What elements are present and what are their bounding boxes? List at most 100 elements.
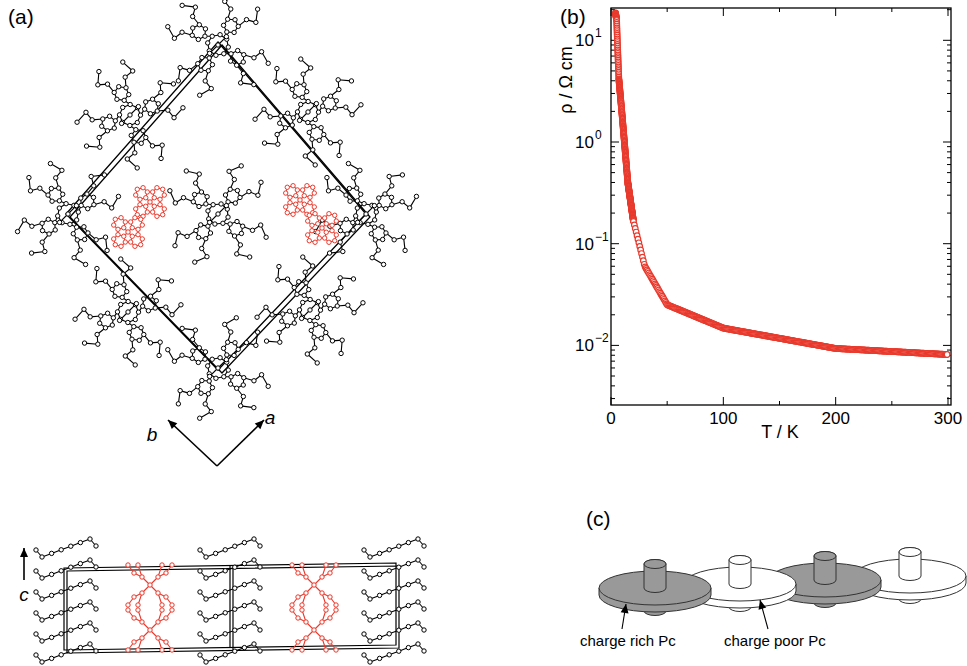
- atom: [206, 69, 210, 73]
- atom: [319, 126, 323, 130]
- atom: [57, 220, 61, 224]
- atom: [176, 79, 180, 83]
- atom: [252, 621, 256, 625]
- atom: [156, 620, 160, 624]
- atom: [281, 312, 285, 316]
- atom: [252, 82, 256, 86]
- atom: [403, 248, 407, 252]
- atom: [136, 608, 140, 612]
- atom: [223, 322, 227, 326]
- atom: [285, 211, 289, 215]
- atom: [205, 194, 209, 198]
- atom: [78, 582, 82, 586]
- atom: [130, 234, 134, 238]
- atom: [30, 224, 34, 228]
- crystal-structure: [15, 0, 426, 664]
- atom: [178, 65, 182, 69]
- y-tick: [611, 355, 615, 356]
- atom: [204, 639, 208, 643]
- pc-stack: [34, 537, 98, 664]
- atom: [320, 104, 324, 108]
- atom: [128, 220, 132, 224]
- atom: [136, 227, 140, 231]
- atom: [103, 235, 107, 239]
- atom: [303, 154, 307, 158]
- atom: [338, 140, 342, 144]
- atom: [300, 208, 304, 212]
- atom: [78, 248, 82, 252]
- atom: [74, 218, 78, 222]
- atom: [94, 649, 98, 653]
- atom: [126, 563, 130, 567]
- atom: [377, 203, 381, 207]
- atom: [422, 628, 426, 632]
- arrow-head: [168, 420, 177, 429]
- atom: [295, 208, 299, 212]
- atom: [48, 161, 52, 165]
- atom: [158, 340, 162, 344]
- atom: [374, 210, 378, 214]
- atom: [226, 215, 230, 219]
- atom: [309, 66, 313, 70]
- atom: [116, 232, 120, 236]
- atom: [327, 240, 331, 244]
- atom: [221, 346, 225, 350]
- atom: [320, 620, 324, 624]
- atom: [300, 608, 304, 612]
- atom: [112, 223, 116, 227]
- atom: [247, 189, 251, 193]
- atom: [156, 102, 160, 106]
- y-tick: [947, 80, 951, 81]
- atom: [92, 184, 96, 188]
- atom: [416, 537, 420, 541]
- atom: [125, 289, 129, 293]
- atom: [309, 328, 313, 332]
- atom: [285, 185, 289, 189]
- y-tick: [611, 62, 615, 63]
- atom: [390, 203, 394, 207]
- atom: [327, 251, 331, 255]
- atom: [59, 653, 63, 657]
- atom: [338, 276, 342, 280]
- atom: [337, 87, 341, 91]
- atom: [290, 87, 294, 91]
- atom: [136, 232, 140, 236]
- atom: [155, 186, 159, 190]
- atom: [40, 597, 44, 601]
- atom: [161, 213, 165, 217]
- atom: [207, 379, 211, 383]
- atom: [210, 357, 214, 361]
- atom: [313, 212, 317, 216]
- y-tick: [947, 274, 951, 275]
- atom: [312, 628, 316, 632]
- atom: [133, 216, 137, 220]
- atom: [372, 218, 376, 222]
- atom: [422, 544, 426, 548]
- atom: [64, 201, 68, 205]
- side-view: [34, 537, 426, 664]
- atom: [180, 326, 184, 330]
- atom: [320, 636, 324, 640]
- atom: [280, 319, 284, 323]
- atom: [295, 82, 299, 86]
- atom: [105, 82, 109, 86]
- atom: [312, 205, 316, 209]
- atom: [324, 648, 328, 652]
- atom: [312, 583, 316, 587]
- arrow-head: [255, 420, 264, 429]
- atom: [235, 252, 239, 256]
- atom: [115, 97, 119, 101]
- y-tick: [611, 151, 615, 152]
- atom: [312, 191, 316, 195]
- atom: [316, 230, 320, 234]
- atom: [252, 600, 256, 604]
- atom: [397, 544, 401, 548]
- atom: [242, 52, 246, 56]
- atom: [193, 5, 197, 9]
- atom: [134, 193, 138, 197]
- atom: [203, 350, 207, 354]
- atom: [334, 608, 338, 612]
- atom: [176, 231, 180, 235]
- atom: [290, 648, 294, 652]
